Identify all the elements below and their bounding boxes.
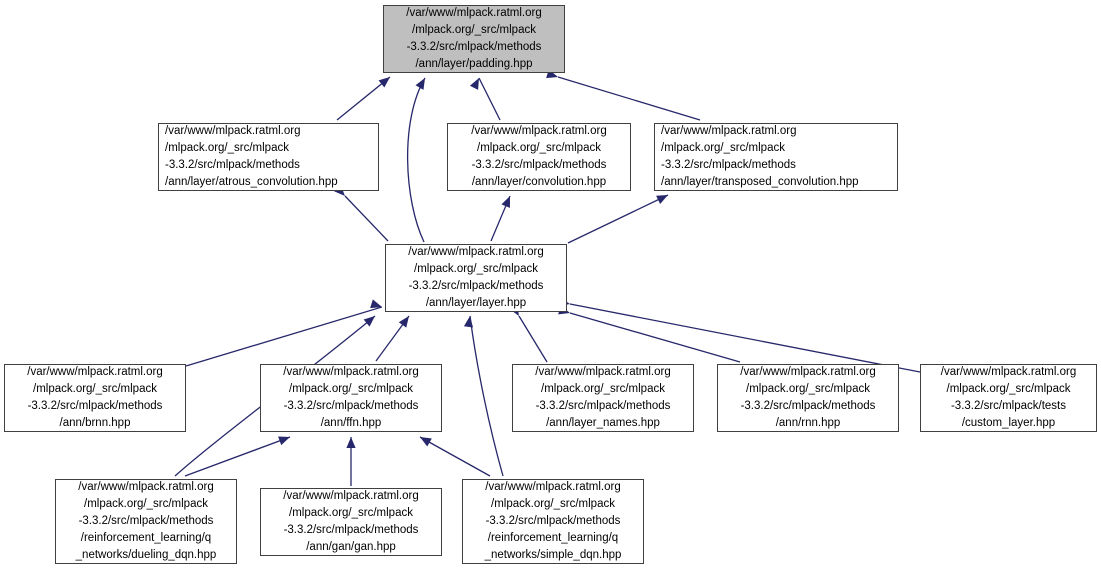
edge-layer-to-convolution (490, 195, 511, 242)
edge-ffn-to-layer (375, 315, 410, 362)
node-simple-dqn-hpp[interactable]: /var/www/mlpack.ratml.org/mlpack.org/_sr… (462, 479, 644, 564)
edge-atrous-convolution-to-padding (336, 76, 391, 121)
node-text-line: /ann/layer/layer.hpp (425, 297, 527, 309)
node-text-line: /var/www/mlpack.ratml.org (661, 125, 797, 137)
node-text-line: /var/www/mlpack.ratml.org (408, 246, 544, 258)
node-text-line: -3.3.2/src/mlpack/methods (740, 400, 876, 412)
node-text-line: -3.3.2/src/mlpack/methods (406, 41, 542, 53)
node-text-line: /reinforcement_learning/q (80, 532, 212, 544)
node-text-line: /var/www/mlpack.ratml.org (740, 366, 876, 378)
node-text-line: /ann/layer/transposed_convolution.hpp (661, 176, 859, 188)
node-text-line: /ann/ffn.hpp (320, 417, 382, 429)
node-text-line: -3.3.2/src/mlpack/methods (283, 400, 419, 412)
node-text-line: _networks/simple_dqn.hpp (484, 549, 622, 561)
node-text-line: /var/www/mlpack.ratml.org (78, 481, 214, 493)
node-text-line: /var/www/mlpack.ratml.org (940, 366, 1077, 378)
node-text-line: -3.3.2/src/mlpack/methods (408, 280, 544, 292)
edge-transposed-convolution-to-padding (557, 76, 701, 121)
node-text-line: -3.3.2/src/mlpack/methods (27, 400, 163, 412)
edge-layer-to-transposed-convolution (567, 194, 669, 244)
edge-layer-to-atrous-convolution (344, 195, 389, 242)
node-text-line: /ann/layer/convolution.hpp (471, 176, 607, 188)
edge-brnn-to-layer-arrowhead (370, 299, 382, 309)
node-custom-layer-hpp[interactable]: /var/www/mlpack.ratml.org/mlpack.org/_sr… (920, 364, 1097, 432)
node-text-line: /mlpack.org/_src/mlpack (414, 263, 538, 275)
edge-convolution-to-padding (478, 77, 501, 121)
edge-simple-dqn-to-ffn-arrowhead (420, 437, 432, 447)
node-text-line: /mlpack.org/_src/mlpack (477, 142, 601, 154)
edge-brnn-to-layer (185, 306, 383, 367)
edge-layer-to-padding-arrowhead (415, 78, 425, 90)
node-text-line: /var/www/mlpack.ratml.org (283, 366, 419, 378)
node-text-line: -3.3.2/src/mlpack/methods (78, 515, 214, 527)
node-padding-hpp[interactable]: /var/www/mlpack.ratml.org/mlpack.org/_sr… (383, 5, 565, 73)
node-text-line: /reinforcement_learning/q (487, 532, 619, 544)
node-text-line: -3.3.2/src/mlpack/methods (165, 159, 300, 171)
node-text-line: -3.3.2/src/mlpack/methods (485, 515, 621, 527)
node-text-line: /var/www/mlpack.ratml.org (283, 490, 419, 502)
node-text-line: /mlpack.org/_src/mlpack (33, 383, 157, 395)
node-text-line: -3.3.2/src/mlpack/methods (661, 159, 796, 171)
edge-custom-layer-to-layer (569, 303, 921, 373)
edge-layer-to-padding (406, 77, 426, 243)
edge-simple-dqn-to-layer (469, 315, 504, 477)
edge-simple-dqn-to-ffn (419, 436, 491, 477)
node-text-line: /var/www/mlpack.ratml.org (485, 481, 621, 493)
node-text-line: /ann/rnn.hpp (775, 417, 841, 429)
node-layer-hpp[interactable]: /var/www/mlpack.ratml.org/mlpack.org/_sr… (385, 244, 567, 312)
node-ffn-hpp[interactable]: /var/www/mlpack.ratml.org/mlpack.org/_sr… (260, 364, 442, 432)
node-text-line: /ann/layer/padding.hpp (415, 58, 533, 70)
node-dueling-dqn-hpp[interactable]: /var/www/mlpack.ratml.org/mlpack.org/_sr… (55, 479, 237, 564)
edge-convolution-to-padding-arrowhead (469, 78, 479, 90)
edge-ffn-to-layer-arrowhead (398, 316, 409, 328)
edge-layer-to-transposed-convolution-arrowhead (656, 195, 668, 204)
edge-dueling-dqn-to-ffn-arrowhead (278, 436, 290, 446)
edge-atrous-convolution-to-padding-arrowhead (378, 77, 390, 88)
node-text-line: /mlpack.org/_src/mlpack (946, 383, 1071, 395)
node-text-line: /ann/gan/gan.hpp (306, 541, 396, 553)
node-text-line: /mlpack.org/_src/mlpack (289, 507, 413, 519)
node-text-line: /var/www/mlpack.ratml.org (27, 366, 163, 378)
node-text-line: /mlpack.org/_src/mlpack (661, 142, 785, 154)
node-text-line: _networks/dueling_dqn.hpp (75, 549, 217, 561)
node-text-line: /var/www/mlpack.ratml.org (535, 366, 671, 378)
node-text-line: /mlpack.org/_src/mlpack (541, 383, 665, 395)
node-text-line: /var/www/mlpack.ratml.org (471, 125, 607, 137)
node-rnn-hpp[interactable]: /var/www/mlpack.ratml.org/mlpack.org/_sr… (717, 364, 899, 432)
node-text-line: /mlpack.org/_src/mlpack (746, 383, 870, 395)
node-text-line: /var/www/mlpack.ratml.org (165, 125, 301, 137)
node-text-line: -3.3.2/src/mlpack/methods (535, 400, 671, 412)
node-text-line: -3.3.2/src/mlpack/methods (283, 524, 419, 536)
node-text-line: /mlpack.org/_src/mlpack (84, 498, 208, 510)
edge-rnn-to-layer (569, 312, 741, 363)
node-text-line: /mlpack.org/_src/mlpack (289, 383, 413, 395)
node-transposed-convolution-hpp[interactable]: /var/www/mlpack.ratml.org/mlpack.org/_sr… (654, 123, 898, 191)
node-text-line: /mlpack.org/_src/mlpack (491, 498, 615, 510)
node-text-line: /mlpack.org/_src/mlpack (165, 142, 289, 154)
node-text-line: /var/www/mlpack.ratml.org (406, 7, 542, 19)
edge-layer-names-to-layer (518, 315, 548, 363)
node-text-line: /ann/layer/atrous_convolution.hpp (165, 176, 338, 188)
edge-gan-to-ffn-arrowhead (346, 437, 356, 448)
node-layer-names-hpp[interactable]: /var/www/mlpack.ratml.org/mlpack.org/_sr… (512, 364, 694, 432)
edge-dueling-dqn-to-ffn (184, 436, 291, 477)
edge-dueling-dqn-to-layer-arrowhead (363, 316, 375, 327)
edge-simple-dqn-to-layer-arrowhead (463, 316, 474, 328)
node-text-line: /custom_layer.hpp (961, 417, 1056, 429)
node-gan-hpp[interactable]: /var/www/mlpack.ratml.org/mlpack.org/_sr… (260, 488, 442, 556)
edge-layer-to-convolution-arrowhead (501, 196, 510, 208)
node-convolution-hpp[interactable]: /var/www/mlpack.ratml.org/mlpack.org/_sr… (447, 123, 631, 191)
node-atrous-convolution-hpp[interactable]: /var/www/mlpack.ratml.org/mlpack.org/_sr… (158, 123, 379, 191)
node-text-line: /ann/layer_names.hpp (546, 417, 660, 429)
node-brnn-hpp[interactable]: /var/www/mlpack.ratml.org/mlpack.org/_sr… (4, 364, 186, 432)
node-text-line: /ann/brnn.hpp (59, 417, 131, 429)
node-text-line: /mlpack.org/_src/mlpack (412, 24, 536, 36)
node-text-line: -3.3.2/src/mlpack/methods (471, 159, 607, 171)
node-text-line: -3.3.2/src/mlpack/tests (950, 400, 1067, 412)
